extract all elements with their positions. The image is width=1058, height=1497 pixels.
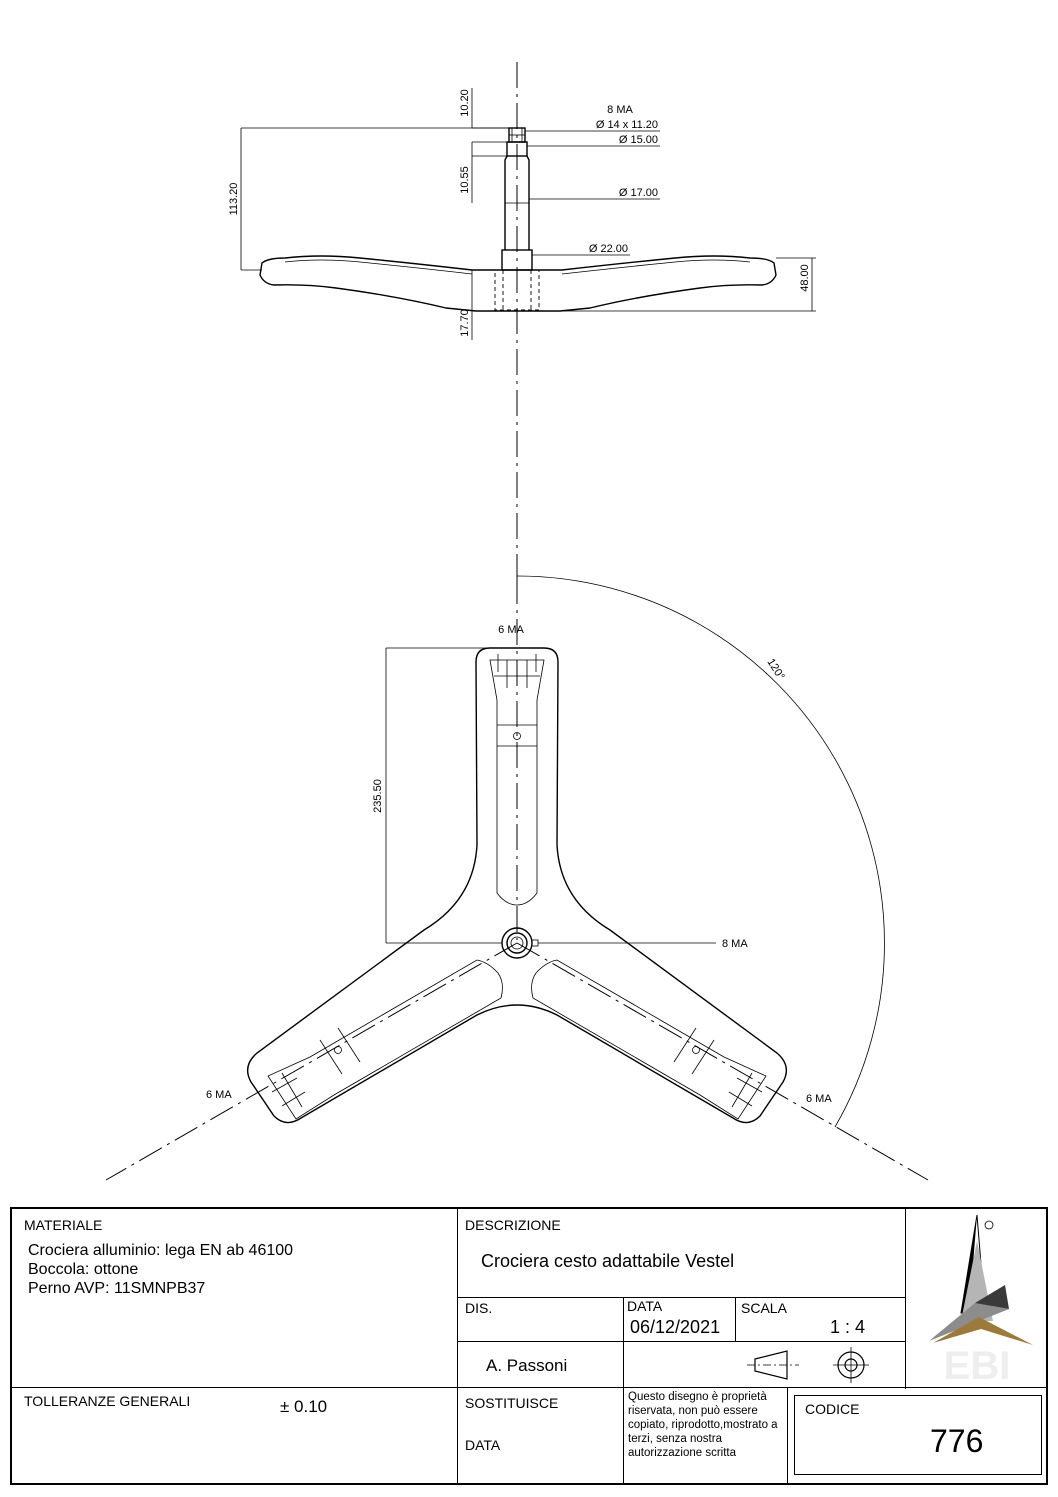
- shaft-dia-17: [504, 155, 530, 250]
- technical-drawing: 8 MA Ø 14 x 11.20 Ø 15.00 Ø 17.00 Ø 22.0…: [105, 62, 929, 1181]
- top-arm-detail: [489, 654, 545, 906]
- materiale-line-3: Perno AVP: 11SMNPB37: [28, 1280, 206, 1297]
- angle-label: 120°: [764, 657, 786, 683]
- thread-top-label: 8 MA: [607, 104, 633, 116]
- codice-label: CODICE: [805, 1401, 860, 1417]
- ebi-logo-icon: EBI: [929, 1214, 1033, 1387]
- materiale-line-1: Crociera alluminio: lega EN ab 46100: [28, 1242, 294, 1259]
- data-label: DATA: [627, 1298, 663, 1314]
- thread-label-top-arm: 6 MA: [498, 624, 524, 636]
- data2-label: DATA: [465, 1437, 501, 1453]
- dim-48-00: 48.00: [799, 264, 811, 292]
- spider-side-profile: [259, 255, 777, 312]
- dis-value: A. Passoni: [486, 1356, 568, 1375]
- spider-plan-outline: [246, 647, 788, 1124]
- tolleranze-value: ± 0.10: [280, 1397, 328, 1416]
- ownership-note: Questo disegno è proprietà riservata, no…: [628, 1391, 778, 1459]
- side-view: 8 MA Ø 14 x 11.20 Ø 15.00 Ø 17.00 Ø 22.0…: [228, 62, 816, 578]
- sostituisce-label: SOSTITUISCE: [465, 1395, 559, 1411]
- materiale-label: MATERIALE: [24, 1217, 103, 1233]
- dim-10-20: 10.20: [459, 89, 471, 117]
- title-block: MATERIALE Crociera alluminio: lega EN ab…: [10, 1207, 1048, 1485]
- projection-symbol-icon: [747, 1347, 869, 1383]
- codice-value: 776: [930, 1423, 984, 1459]
- center-axis-right: [516, 942, 929, 1181]
- bushing-hidden: [494, 269, 540, 311]
- dim-113-20: 113.20: [228, 183, 240, 216]
- dia-15-label: Ø 15.00: [619, 134, 658, 146]
- plan-view: 120°: [105, 575, 929, 1181]
- dim-10-55: 10.55: [459, 166, 471, 194]
- scala-value: 1 : 4: [830, 1317, 866, 1337]
- thread-label-right-arm: 6 MA: [806, 1093, 832, 1105]
- scala-label: SCALA: [741, 1300, 787, 1316]
- center-axis-left: [105, 942, 518, 1181]
- right-arm-detail: [531, 959, 767, 1120]
- left-arm-detail: [267, 959, 503, 1120]
- thread-label-left-arm: 6 MA: [206, 1089, 232, 1101]
- thread-label-center: 8 MA: [722, 938, 748, 950]
- dim-17-70: 17.70: [459, 309, 471, 337]
- dim-235-50: 235.50: [372, 779, 384, 813]
- dia-thread-label: Ø 14 x 11.20: [596, 119, 658, 131]
- shaft-dia-15: [506, 141, 528, 157]
- logo-text: EBI: [944, 1344, 1011, 1387]
- angle-arc: [516, 575, 885, 1128]
- dis-label: DIS.: [465, 1300, 493, 1316]
- tolleranze-label: TOLLERANZE GENERALI: [24, 1393, 191, 1409]
- materiale-line-2: Boccola: ottone: [28, 1261, 139, 1278]
- descrizione-label: DESCRIZIONE: [465, 1217, 561, 1233]
- data-value: 06/12/2021: [630, 1317, 721, 1337]
- dia-22-label: Ø 22.00: [589, 243, 628, 255]
- hub-inner: [506, 932, 528, 954]
- codice-box: [794, 1395, 1042, 1475]
- dia-17-label: Ø 17.00: [619, 187, 658, 199]
- descrizione-value: Crociera cesto adattabile Vestel: [481, 1251, 735, 1271]
